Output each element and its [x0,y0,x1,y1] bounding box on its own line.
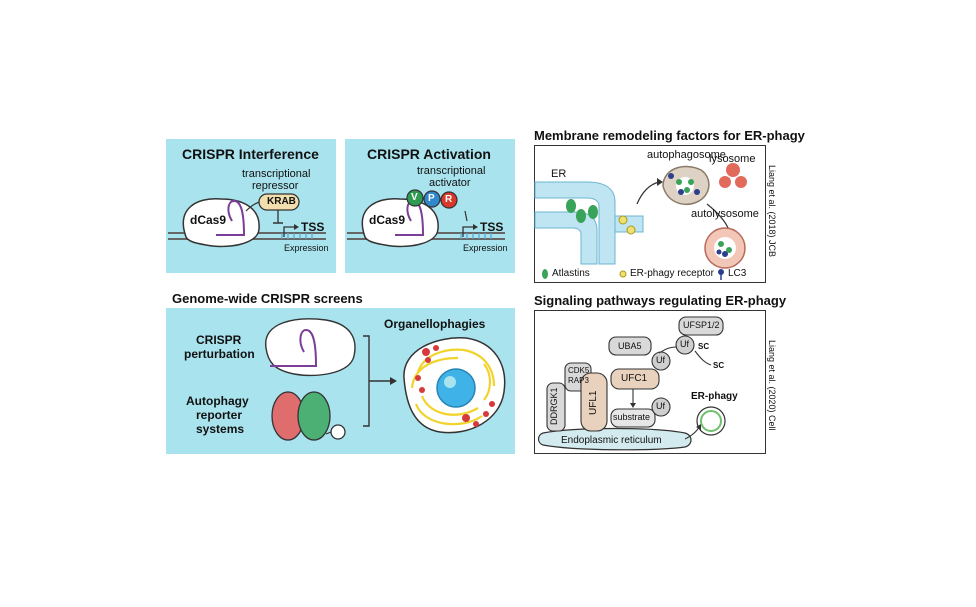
crispri-expression: Expression [284,243,329,253]
crispri-label-line1: transcriptional [242,168,311,180]
crispra-panel: CRISPR Activation transcriptional activa… [345,139,515,273]
perturbation-line2: perturbation [184,347,255,361]
membrane-citation: Liang et al. (2018) JCB [767,165,777,258]
crispra-r: R [445,194,453,205]
reporter-line1: Autophagy [186,394,249,408]
reporter-line2: reporter [196,408,243,422]
crispra-tss: TSS [480,220,504,234]
ddrgk1-label: DDRGK1 [549,387,559,425]
legend-lc3: LC3 [728,268,747,279]
crispri-tss: TSS [301,220,325,234]
screens-diagram [265,318,506,441]
screens-heading: Genome-wide CRISPR screens [172,291,363,306]
ufc1-label: UFC1 [621,373,648,384]
membrane-diagram [534,163,747,280]
screens-panel: CRISPR perturbation Autophagy reporter s… [166,308,515,454]
er-membrane-label: Endoplasmic reticulum [561,435,662,446]
membrane-panel: ER autophagosome lysosome autolysosome A… [534,145,766,283]
uf-substrate: Uf [656,401,665,411]
crispra-label-line1: transcriptional [417,165,486,177]
sc-lower: SC [713,361,725,370]
crispra-title: CRISPR Activation [367,146,491,162]
crispra-v: V [411,192,418,203]
crispri-label-line2: repressor [252,180,299,192]
er-label: ER [551,168,567,180]
crispra-dcas9: dCas9 [369,213,406,227]
crispra-expression: Expression [463,243,508,253]
sc-top: SC [698,342,710,351]
crispra-diagram [347,189,505,248]
legend-atlastins: Atlastins [552,268,590,279]
uba5-label: UBA5 [618,341,642,351]
crispri-krab: KRAB [267,196,296,207]
membrane-heading: Membrane remodeling factors for ER-phagy [534,128,805,143]
crispri-diagram [168,193,326,248]
uf-top: Uf [680,339,689,349]
signaling-heading: Signaling pathways regulating ER-phagy [534,293,787,308]
crispri-dcas9: dCas9 [190,213,227,227]
crispra-label-line2: activator [429,177,471,189]
cdk5-line1: CDK5 [568,366,590,375]
uf-uba5: Uf [656,355,665,365]
substrate-label: substrate [613,412,651,422]
autolysosome-label: autolysosome [691,208,759,220]
legend-receptor: ER-phagy receptor [630,268,714,279]
crispri-title: CRISPR Interference [182,146,319,162]
ufsp-label: UFSP1/2 [683,320,720,330]
crispra-p: P [428,193,435,204]
signaling-citation: Liang et al. (2020) Cell [767,340,777,431]
organelle-label: Organellophagies [384,317,486,331]
signaling-diagram [537,316,726,451]
lysosome-label: lysosome [709,153,756,165]
signaling-panel: UFSP1/2 Uf SC SC UBA5 Uf CDK5 RAP3 DDRGK… [534,310,766,454]
crispri-panel: CRISPR Interference transcriptional repr… [166,139,336,273]
erphagy-label: ER-phagy [691,391,738,402]
autophagosome-label: autophagosome [647,149,726,161]
perturbation-line1: CRISPR [196,333,242,347]
ufl1-label: UFL1 [588,390,599,415]
reporter-line3: systems [196,422,245,436]
cdk5-line2: RAP3 [568,376,589,385]
